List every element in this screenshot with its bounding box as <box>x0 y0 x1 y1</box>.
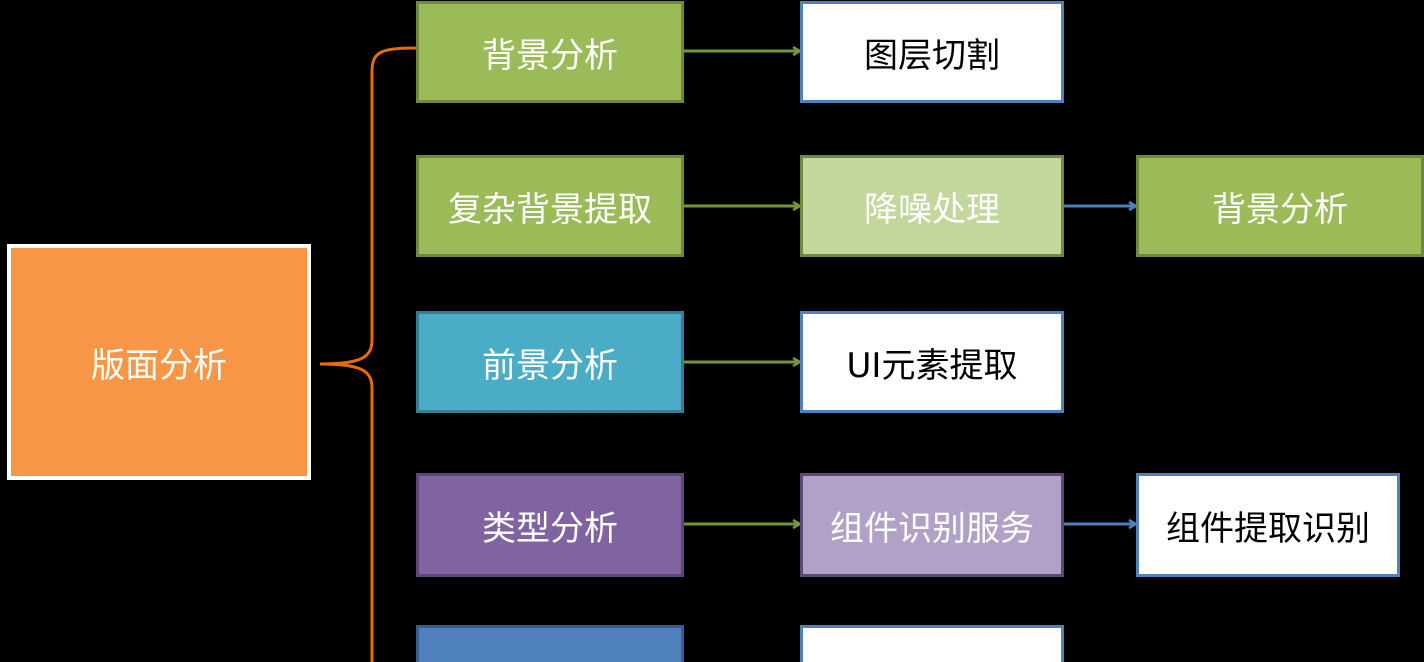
root-node: 版面分析 <box>7 244 311 480</box>
branch-node-row1: 背景分析 <box>416 1 684 103</box>
step2-node-label: 组件提取识别 <box>1166 508 1370 549</box>
step2-node-row2: 背景分析 <box>1136 155 1424 257</box>
step1-node-label: 图层切割 <box>864 35 1000 76</box>
step1-node-row3: UI元素提取 <box>800 311 1064 413</box>
branch-brace <box>319 46 418 662</box>
branch-node-label: 类型分析 <box>482 508 618 549</box>
step1-node-row4: 组件识别服务 <box>800 473 1064 577</box>
step2-node-label: 背景分析 <box>1212 189 1348 230</box>
branch-node-label: 前景分析 <box>482 345 618 386</box>
step1-node-row1: 图层切割 <box>800 1 1064 103</box>
branch-node-row2: 复杂背景提取 <box>416 155 684 257</box>
branch-node-row5 <box>416 625 684 662</box>
step1-node-label: 降噪处理 <box>864 189 1000 230</box>
step1-node-row5 <box>800 625 1064 662</box>
branch-node-label: 背景分析 <box>482 35 618 76</box>
branch-node-row3: 前景分析 <box>416 311 684 413</box>
branch-node-label: 复杂背景提取 <box>448 189 652 230</box>
branch-node-row4: 类型分析 <box>416 473 684 577</box>
root-node-label: 版面分析 <box>91 345 227 386</box>
step1-node-label: UI元素提取 <box>846 345 1018 386</box>
step2-node-row4: 组件提取识别 <box>1136 473 1400 577</box>
step1-node-label: 组件识别服务 <box>830 508 1034 549</box>
step1-node-row2: 降噪处理 <box>800 155 1064 257</box>
